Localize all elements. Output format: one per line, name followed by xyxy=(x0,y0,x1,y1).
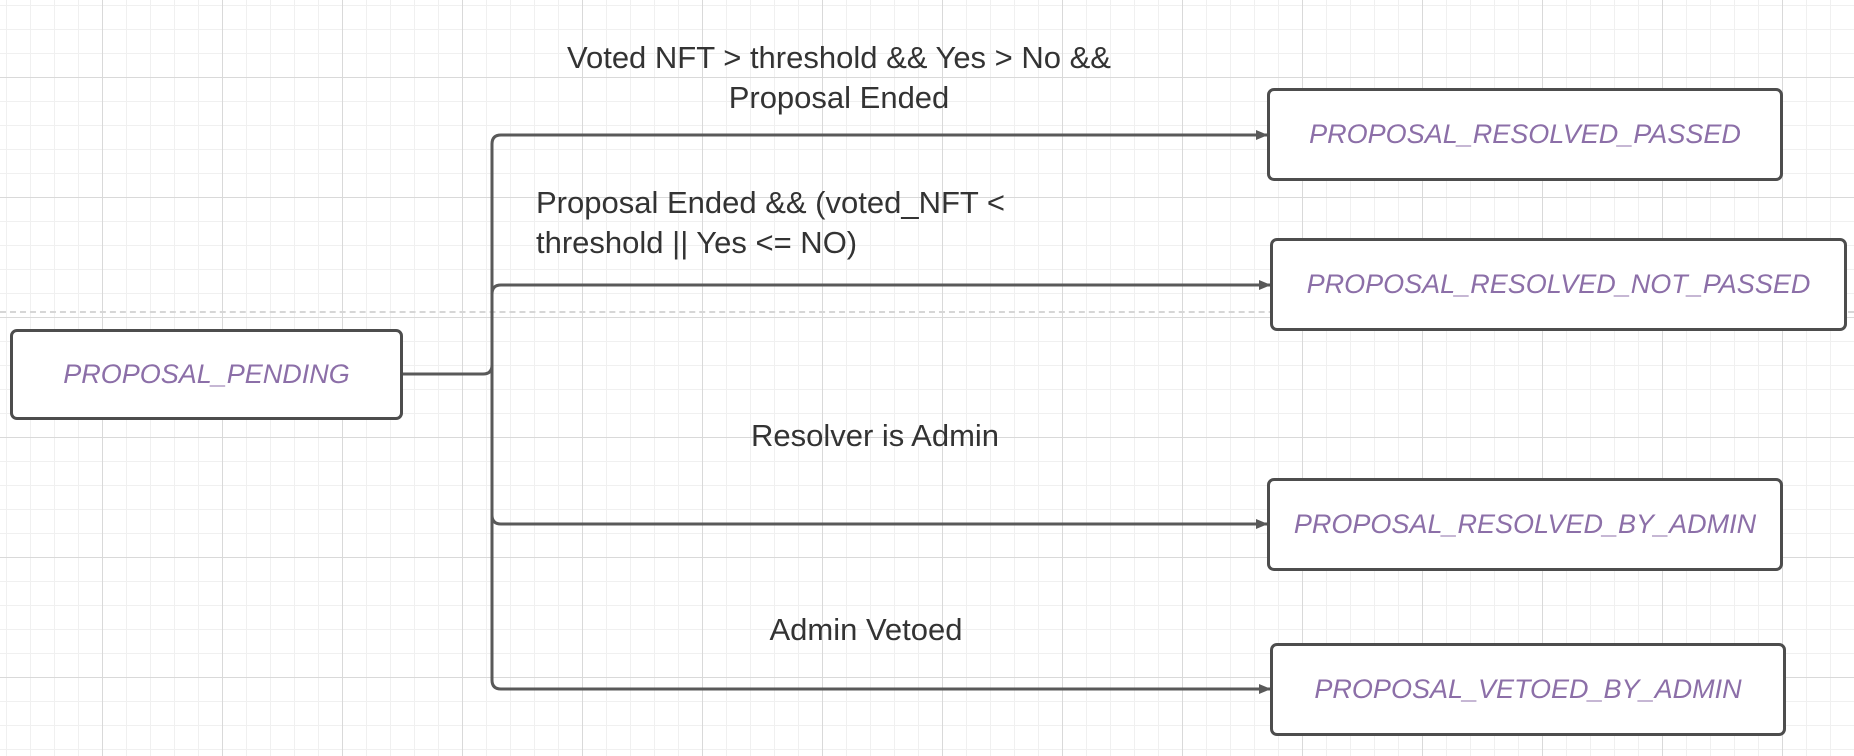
node-proposal-pending-label: PROPOSAL_PENDING xyxy=(63,359,350,389)
edge-label-passed-line2: Proposal Ended xyxy=(728,80,950,115)
page-break-line xyxy=(0,311,1854,313)
node-proposal-pending[interactable]: PROPOSAL_PENDING xyxy=(10,329,403,420)
node-proposal-resolved-passed-label: PROPOSAL_RESOLVED_PASSED xyxy=(1309,119,1741,149)
edge-label-by-admin-line1: Resolver is Admin xyxy=(750,418,1000,453)
node-proposal-vetoed-by-admin-label: PROPOSAL_VETOED_BY_ADMIN xyxy=(1314,674,1742,704)
node-proposal-resolved-by-admin-label: PROPOSAL_RESOLVED_BY_ADMIN xyxy=(1293,509,1757,539)
node-proposal-vetoed-by-admin[interactable]: PROPOSAL_VETOED_BY_ADMIN xyxy=(1270,643,1786,736)
node-proposal-resolved-by-admin[interactable]: PROPOSAL_RESOLVED_BY_ADMIN xyxy=(1267,478,1783,571)
edge-label-not-passed-line1: Proposal Ended && (voted_NFT < xyxy=(536,185,1005,220)
connector-to-resolved-not-passed[interactable] xyxy=(490,280,1271,295)
node-proposal-resolved-passed[interactable]: PROPOSAL_RESOLVED_PASSED xyxy=(1267,88,1783,181)
edge-label-vetoed: Admin Vetoed xyxy=(716,610,1016,650)
edge-label-passed: Voted NFT > threshold && Yes > No && Pro… xyxy=(539,38,1139,118)
edge-label-vetoed-line1: Admin Vetoed xyxy=(769,612,963,647)
node-proposal-resolved-not-passed[interactable]: PROPOSAL_RESOLVED_NOT_PASSED xyxy=(1270,238,1847,331)
edge-label-passed-line1: Voted NFT > threshold && Yes > No && xyxy=(567,40,1111,75)
edge-label-by-admin: Resolver is Admin xyxy=(675,416,1075,456)
edge-label-not-passed-line2: threshold || Yes <= NO) xyxy=(536,225,858,260)
node-proposal-resolved-not-passed-label: PROPOSAL_RESOLVED_NOT_PASSED xyxy=(1306,269,1811,299)
edge-label-not-passed: Proposal Ended && (voted_NFT < threshold… xyxy=(536,183,1005,263)
connector-to-vetoed-by-admin[interactable] xyxy=(490,515,1271,694)
connector-trunk xyxy=(402,133,502,376)
